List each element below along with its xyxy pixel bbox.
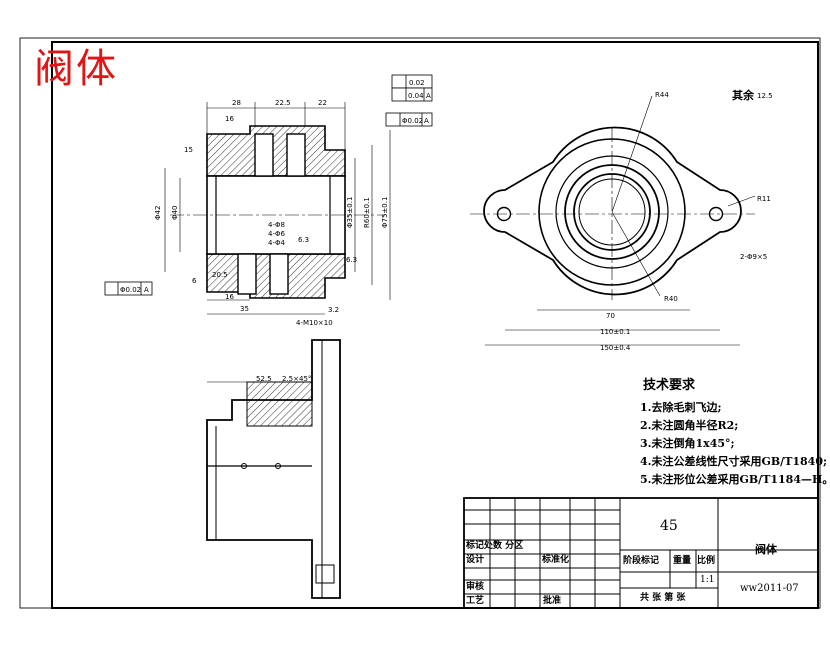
part-name: 阀体 (755, 543, 777, 556)
inner-border (51, 41, 819, 609)
dim-w110: 110±0.1 (600, 328, 630, 336)
requirements-title: 技术要求 (643, 378, 696, 393)
tol-datum-2: A (424, 117, 429, 125)
dim-m10: 4-M10×10 (296, 319, 333, 327)
dim-r44: R44 (655, 91, 669, 99)
dim-v-15: 15 (184, 146, 193, 154)
dim-r40: R40 (664, 295, 678, 303)
dim-top-16: 16 (225, 115, 234, 123)
dim-hole-3: 4-Φ4 (268, 239, 285, 247)
dim-top-28: 28 (232, 99, 241, 107)
review-label: 审核 (466, 582, 485, 592)
dim-hole-2x9: 2-Φ9×5 (740, 253, 767, 261)
front-section-view (164, 102, 391, 315)
stamp-title: 阀体 (34, 46, 118, 92)
dim-hole-1: 4-Φ8 (268, 221, 285, 229)
tol-runout-top: Φ0.02 (402, 117, 423, 125)
flange-outline (483, 126, 742, 296)
design-label: 设计 (466, 555, 485, 565)
dim-w150: 150±0.4 (600, 344, 631, 352)
top-view (470, 95, 756, 346)
weight-label: 重量 (673, 556, 692, 566)
process-label: 工艺 (466, 596, 485, 606)
dim-top-22: 22 (318, 99, 327, 107)
requirement-2: 2.未注圆角半径R2; (640, 419, 739, 432)
drawing-number: ww2011-07 (740, 583, 799, 594)
dim-h6: 6 (192, 277, 197, 285)
approve-label: 批准 (543, 596, 562, 606)
dim-d42: Φ42 (154, 206, 162, 220)
requirement-5: 5.未注形位公差采用GB/T1184—H。 (640, 473, 830, 486)
stage-label: 阶段标记 (623, 556, 660, 566)
surface-rest-value: 12.5 (757, 92, 773, 100)
tol-runout-left: Φ0.02 (120, 286, 141, 294)
ra-63b: 6.3 (346, 256, 357, 264)
dim-w16: 16 (225, 293, 234, 301)
standard-label: 标准化 (542, 555, 570, 565)
material: 45 (660, 518, 678, 534)
top-wall (206, 125, 346, 177)
tol-datum-1: A (426, 92, 431, 100)
dim-hole-2: 4-Φ6 (268, 230, 285, 238)
revision-row: 标记处数 分区 (466, 541, 524, 551)
tol-datum-3: A (144, 286, 149, 294)
title-block (463, 497, 819, 609)
requirement-4: 4.未注公差线性尺寸采用GB/T1840; (640, 455, 828, 468)
tol-perp: 0.04 (408, 92, 424, 100)
scale-value: 1:1 (700, 575, 715, 585)
dim-d40: Φ40 (171, 206, 179, 220)
dim-r60: R60±0.1 (363, 197, 371, 228)
tol-flatness: 0.02 (409, 79, 425, 87)
dim-chamfer: 2.5×45° (282, 375, 311, 383)
scale-label: 比例 (697, 556, 716, 566)
side-section-view (206, 339, 341, 599)
dim-525: 52.5 (256, 375, 272, 383)
tolerance-frame-top (385, 74, 433, 127)
requirement-3: 3.未注倒角1x45°; (640, 437, 735, 450)
ra-63a: 6.3 (298, 236, 309, 244)
tolerance-frame-left (104, 281, 153, 296)
dim-w70: 70 (606, 312, 615, 320)
dim-r11: R11 (757, 195, 771, 203)
ra-32: 3.2 (328, 306, 339, 314)
dim-h205: 20.5 (212, 271, 228, 279)
requirement-1: 1.去除毛刺飞边; (640, 401, 722, 414)
dim-top-225: 22.5 (275, 99, 291, 107)
dim-d75: Φ75±0.1 (381, 197, 389, 228)
dim-w35: 35 (240, 305, 249, 313)
sheets-label: 共 张 第 张 (640, 593, 686, 603)
side-outline (206, 339, 341, 599)
dim-d35: Φ35±0.1 (346, 197, 354, 228)
surface-rest: 其余 (732, 89, 754, 102)
